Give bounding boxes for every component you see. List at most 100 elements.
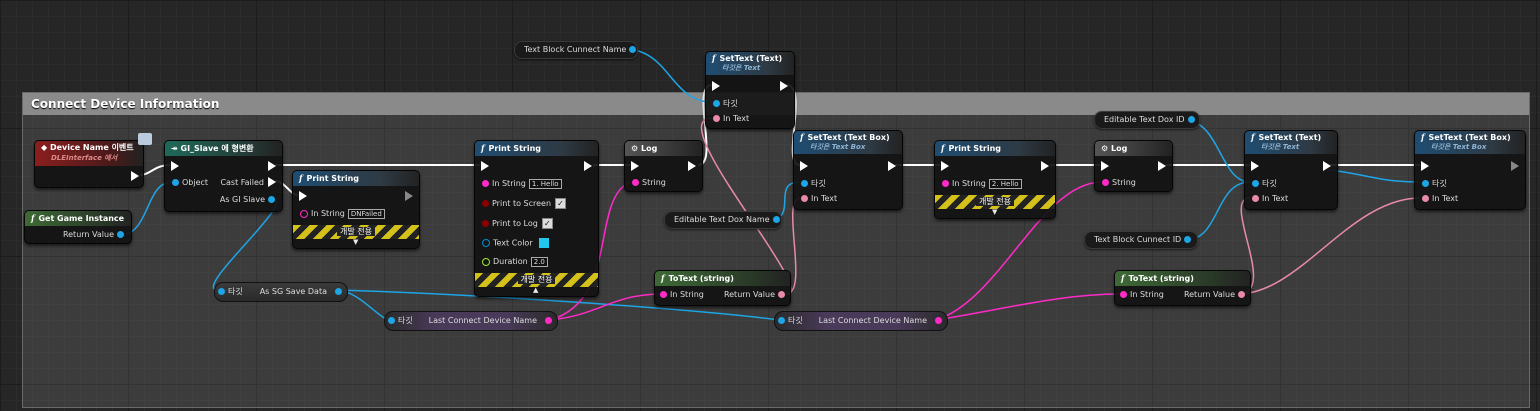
node-title: SetText (Text) — [1258, 133, 1322, 142]
exec-out-pin[interactable] — [1323, 161, 1331, 171]
dev-only-banner: 개발 전용 — [293, 225, 419, 239]
exec-in-pin[interactable] — [299, 191, 307, 201]
expand-arrow-icon[interactable]: ▼ — [992, 208, 998, 216]
return-value-pin[interactable]: Return Value — [63, 230, 127, 239]
exec-out-pin[interactable] — [268, 161, 276, 171]
string-wire — [935, 293, 1121, 321]
target-pin[interactable]: 타깃 — [798, 178, 826, 189]
object-pin-dot[interactable] — [117, 231, 124, 238]
node-title: GI_Slave 에 형변환 — [180, 144, 254, 153]
node-title: ToText (string) — [1128, 274, 1194, 283]
variable-editable-text-box-name[interactable]: Editable Text Dox Name — [664, 211, 782, 229]
exec-in-pin[interactable] — [171, 161, 179, 171]
getter-last-connect-device-name-1[interactable]: 타깃 Last Connect Device Name — [384, 311, 558, 331]
exec-in-pin[interactable] — [481, 161, 489, 171]
exec-out-pin[interactable] — [888, 161, 896, 171]
cast-node[interactable]: ↠ GI_Slave 에 형변환 Object Cast Failed As G… — [164, 140, 283, 212]
as-gi-slave-pin[interactable]: As GI Slave — [220, 195, 278, 204]
node-title: Print String — [488, 144, 542, 153]
event-node-subtitle: DLEInterface 에서 — [51, 154, 118, 162]
node-subtitle: 타깃은 Text Box — [1431, 143, 1487, 151]
target-pin[interactable]: 타깃 — [710, 98, 738, 109]
collapse-arrow-icon[interactable]: ▲ — [533, 286, 539, 294]
exec-in-pin[interactable] — [800, 161, 808, 171]
exec-out-pin[interactable] — [1158, 161, 1166, 171]
string-pin[interactable]: String — [629, 178, 666, 187]
getter-last-connect-device-name-2[interactable]: 타깃 Last Connect Device Name — [774, 311, 948, 331]
dev-only-banner: 개발 전용 — [475, 273, 598, 287]
print-to-screen-pin[interactable]: Print to Screen✓ — [479, 198, 567, 209]
object-pin[interactable]: Object — [169, 178, 208, 187]
object-pin-dot[interactable] — [1184, 236, 1192, 243]
object-pin-dot[interactable] — [629, 46, 637, 53]
exec-out-pin[interactable] — [584, 161, 592, 171]
event-node-device-name[interactable]: ◆ Device Name 이벤트 DLEInterface 에서 — [34, 140, 144, 188]
string-pin[interactable]: String — [1099, 178, 1136, 187]
duration-value[interactable]: 2.0 — [530, 257, 548, 267]
exec-out-pin[interactable] — [405, 191, 413, 201]
function-icon: f — [31, 213, 35, 223]
in-string-pin[interactable]: In String — [1117, 290, 1164, 299]
text-color-swatch[interactable] — [538, 238, 549, 248]
exec-in-pin[interactable] — [712, 81, 720, 91]
return-value-pin[interactable]: Return Value — [1184, 290, 1248, 299]
node-subtitle: 타깃은 Text Box — [810, 143, 866, 151]
target-pin[interactable]: 타깃 — [1249, 178, 1277, 189]
print-to-log-pin[interactable]: Print to Log✓ — [479, 218, 553, 229]
in-text-pin[interactable]: In Text — [1249, 194, 1288, 203]
exec-in-pin[interactable] — [1421, 161, 1429, 171]
text-color-pin[interactable]: Text Color — [479, 238, 549, 248]
return-value-pin[interactable]: Return Value — [724, 290, 788, 299]
in-string-value[interactable]: 2. Hello — [988, 179, 1022, 189]
variable-text-block-connect-name[interactable]: Text Block Cunnect Name — [514, 41, 638, 59]
interface-icon — [138, 133, 152, 145]
string-wire — [935, 181, 1101, 321]
print-to-screen-checkbox[interactable]: ✓ — [555, 198, 567, 209]
in-text-pin[interactable]: In Text — [1419, 194, 1458, 203]
in-string-pin[interactable]: In String — [657, 290, 704, 299]
variable-text-block-connect-id[interactable]: Text Block Cunnect ID — [1084, 231, 1198, 249]
cast-failed-pin[interactable]: Cast Failed — [220, 178, 264, 187]
exec-in-pin[interactable] — [941, 161, 949, 171]
object-pin-dot[interactable] — [1187, 116, 1195, 123]
exec-out-pin[interactable] — [1511, 161, 1519, 171]
getter-as-sg-save-data[interactable]: 타깃 As SG Save Data — [214, 282, 348, 302]
object-pin-dot[interactable] — [772, 216, 780, 223]
in-string-value[interactable]: DNFailed — [347, 209, 385, 219]
exec-in-pin[interactable] — [631, 161, 639, 171]
node-title: SetText (Text Box) — [807, 133, 890, 142]
variable-editable-text-box-id[interactable]: Editable Text Dox ID — [1094, 111, 1200, 129]
log-node-2[interactable]: ⚙ Log String — [1094, 140, 1173, 192]
in-text-pin[interactable]: In Text — [710, 114, 749, 123]
string-wire — [549, 293, 661, 321]
event-diamond-icon: ◆ — [41, 143, 48, 152]
exec-out-pin[interactable] — [131, 171, 139, 181]
exec-in-pin[interactable] — [1251, 161, 1259, 171]
exec-out-pin[interactable] — [780, 81, 788, 91]
node-subtitle: 타깃은 Text — [722, 64, 761, 72]
target-pin[interactable]: 타깃 — [1419, 178, 1447, 189]
in-string-value[interactable]: 1. Hello — [528, 179, 562, 189]
log-node-1[interactable]: ⚙ Log String — [624, 140, 703, 192]
exec-out-pin[interactable] — [1041, 161, 1049, 171]
exec-out-pin[interactable] — [688, 161, 696, 171]
print-to-log-checkbox[interactable]: ✓ — [541, 218, 553, 229]
expand-arrow-icon[interactable]: ▼ — [353, 238, 359, 246]
in-text-pin[interactable]: In Text — [798, 194, 837, 203]
exec-in-pin[interactable] — [1101, 161, 1109, 171]
cast-failed-exec-pin[interactable] — [268, 177, 276, 187]
